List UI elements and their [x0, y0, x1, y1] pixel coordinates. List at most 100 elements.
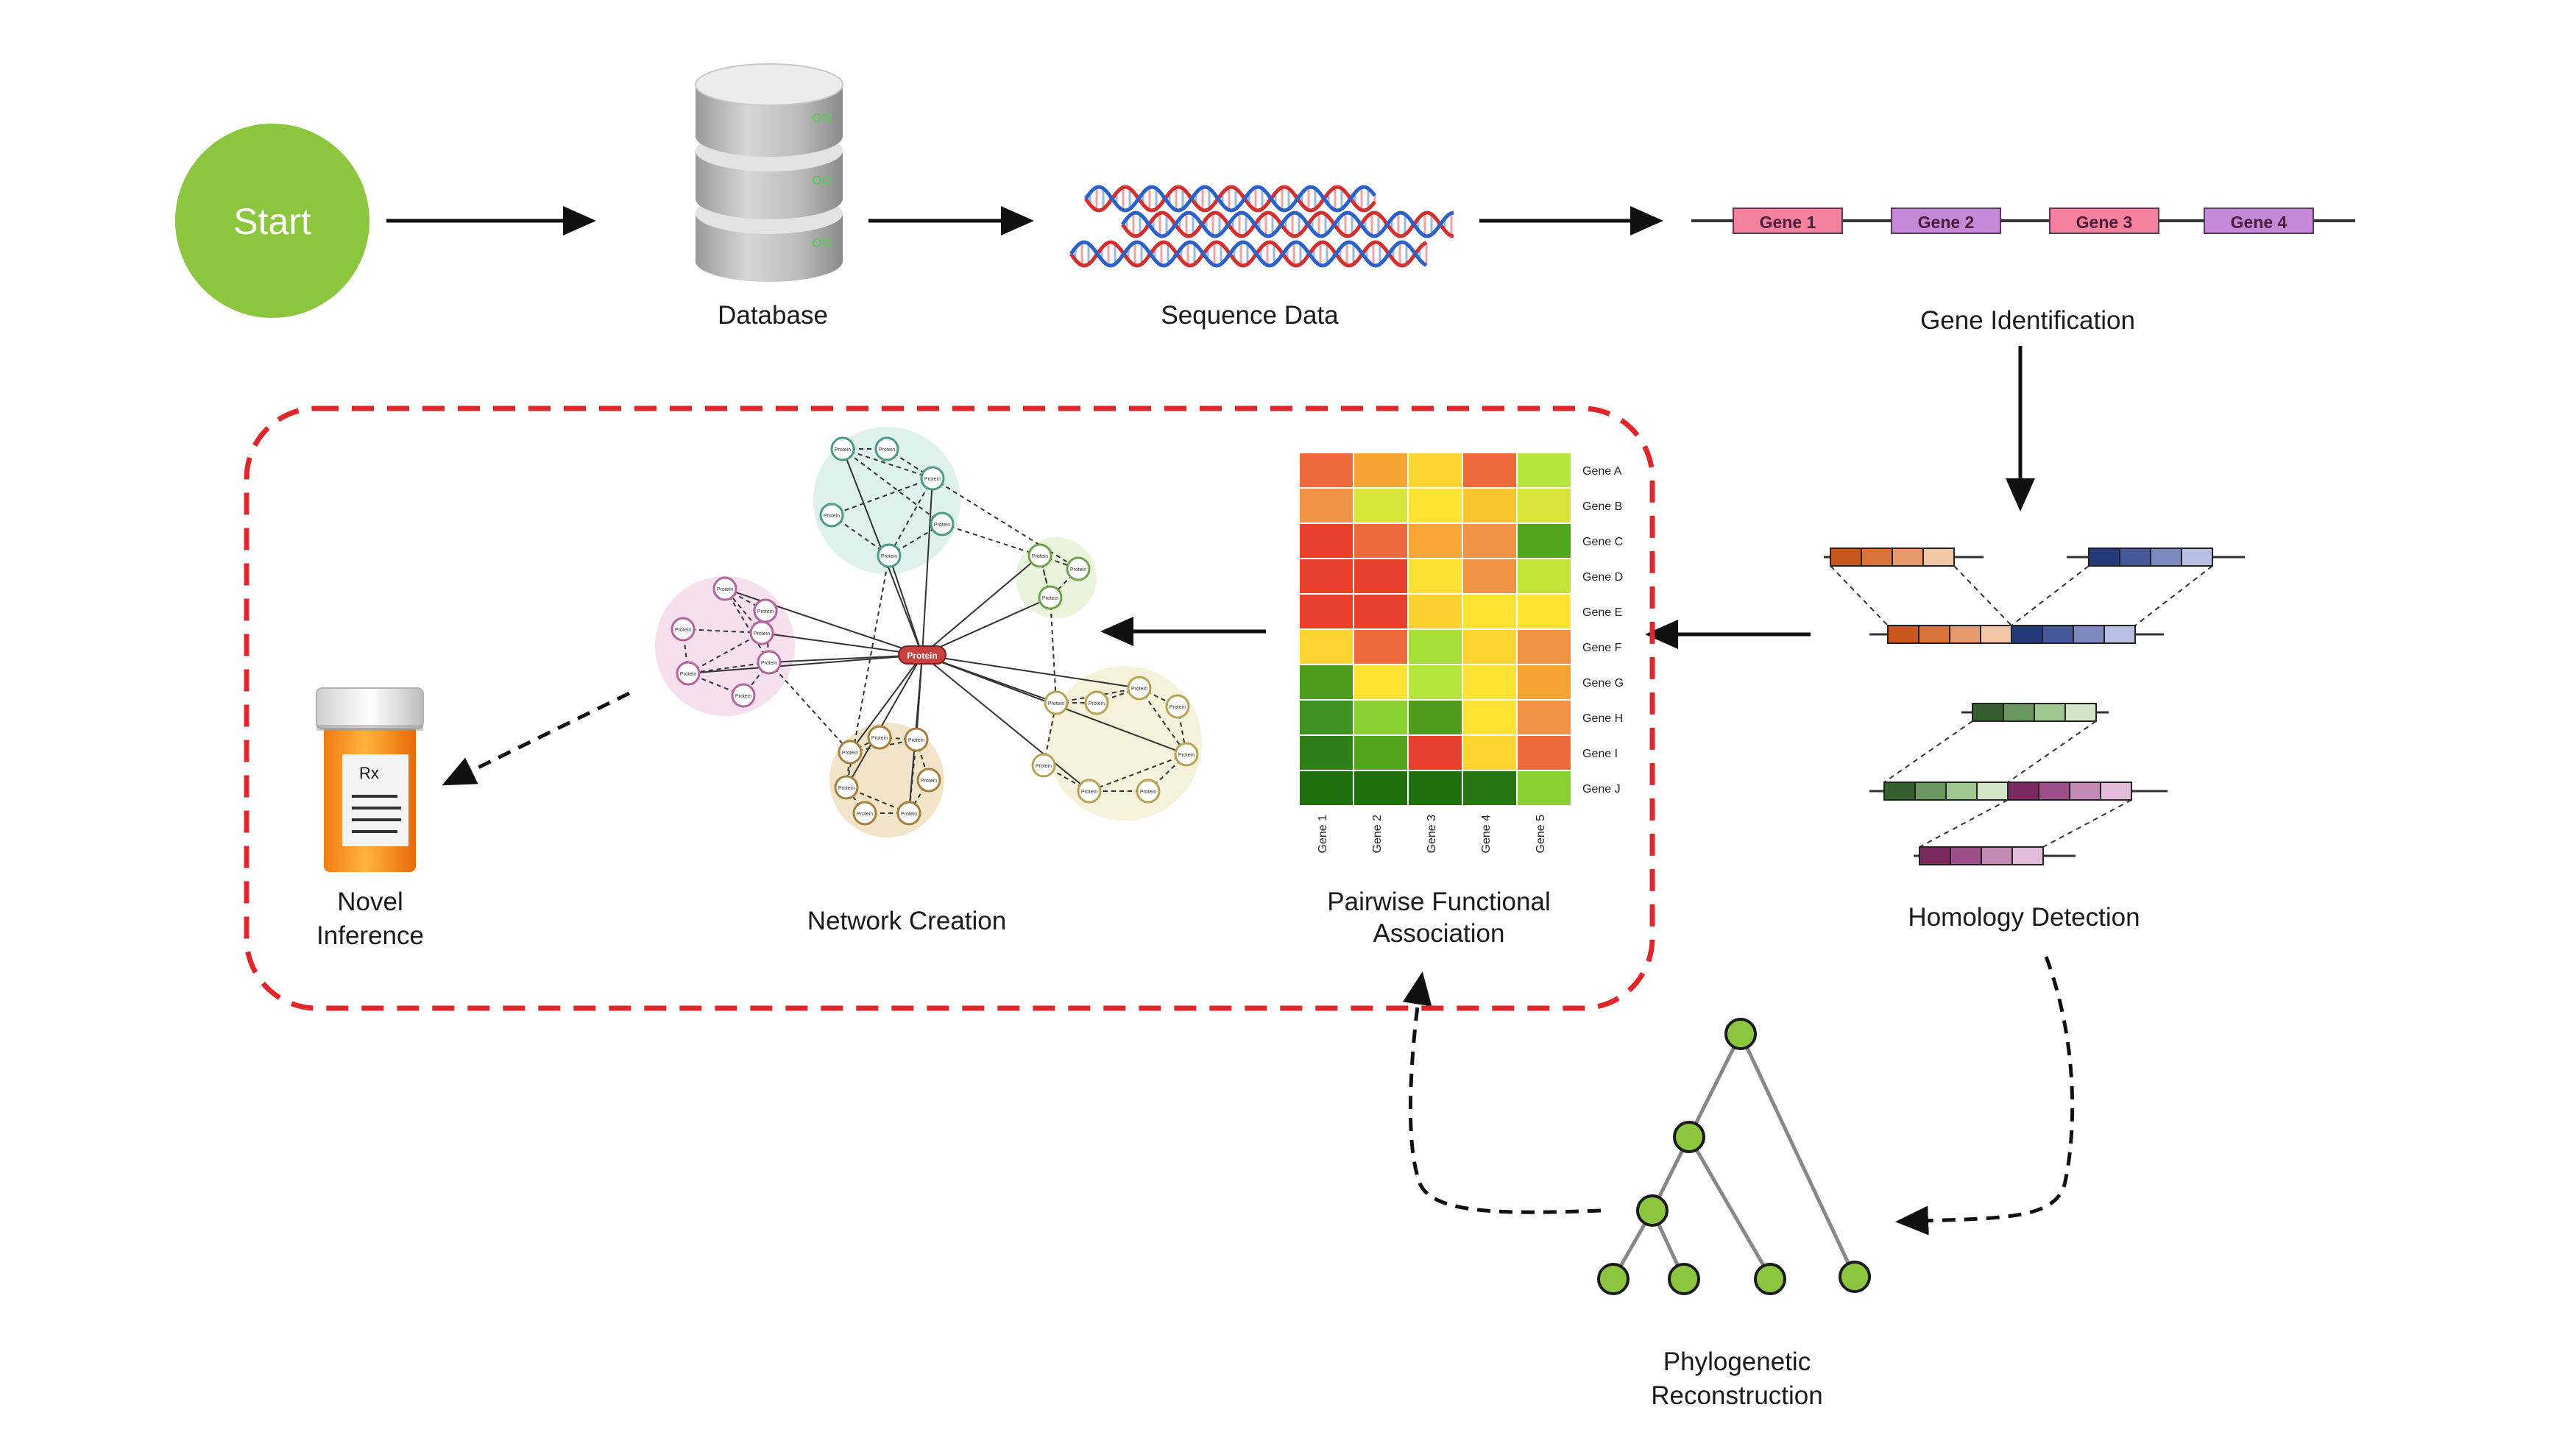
protein-node: Protein [1165, 694, 1190, 719]
svg-text:Protein: Protein [934, 522, 950, 528]
heatmap-cell [1462, 558, 1518, 595]
heatmap-cell [1516, 487, 1572, 524]
heatmap-row-label: Gene J [1582, 783, 1621, 796]
heatmap-cell [1516, 734, 1572, 771]
heatmap-cell [1407, 522, 1463, 559]
svg-text:Protein: Protein [1048, 701, 1064, 706]
heatmap-cell [1462, 770, 1518, 807]
svg-text:Protein: Protein [857, 812, 873, 817]
pairwise-label-line1: Pairwise Functional [1327, 888, 1550, 916]
network-cluster [813, 427, 960, 574]
svg-text:Protein: Protein [881, 554, 897, 559]
svg-text:Protein: Protein [1036, 764, 1052, 769]
svg-text:Protein: Protein [761, 661, 777, 666]
protein-node: Protein [834, 775, 859, 800]
heatmap-cell [1516, 452, 1572, 489]
svg-text:Protein: Protein [717, 587, 733, 592]
heatmap-cell [1516, 770, 1572, 807]
flow-arrows [386, 206, 2035, 649]
heatmap-row-label: Gene F [1582, 642, 1622, 654]
heatmap-cell [1298, 770, 1354, 807]
protein-node: Protein [920, 466, 945, 491]
protein-node: Protein [867, 725, 892, 750]
heatmap-cell [1516, 628, 1572, 665]
database-label: Database [718, 301, 828, 330]
heatmap-cell [1462, 487, 1518, 524]
heatmap-cell [1516, 664, 1572, 701]
heatmap-cell [1353, 770, 1409, 807]
heatmap-cell [1353, 664, 1409, 701]
heatmap-cell [1353, 699, 1409, 736]
gene-label: Gene 1 [1760, 213, 1816, 232]
heatmap-col-label: Gene 4 [1480, 815, 1493, 854]
pairwise-label-line2: Association [1373, 919, 1505, 948]
start-label: Start [233, 201, 311, 242]
svg-text:Protein: Protein [757, 609, 774, 614]
svg-text:Protein: Protein [908, 738, 924, 743]
svg-text:Protein: Protein [842, 751, 858, 756]
svg-text:Protein: Protein [1170, 705, 1186, 710]
heatmap-cell [1407, 664, 1463, 701]
protein-node: Protein [1044, 690, 1069, 715]
start-node: Start [175, 124, 369, 318]
gene-identification-label: Gene Identification [1920, 306, 2135, 335]
protein-node: Protein [712, 576, 737, 601]
heatmap-cell [1462, 593, 1518, 630]
heatmap-cell [1407, 558, 1463, 595]
heatmap-cell [1353, 593, 1409, 630]
svg-text:Protein: Protein [675, 628, 691, 633]
heatmap-cell [1298, 593, 1354, 630]
analysis-focus-box [244, 405, 1655, 1011]
heatmap-col-label: Gene 5 [1535, 815, 1547, 854]
protein-node: Protein [1136, 779, 1161, 804]
arrow-network-inference [442, 691, 631, 786]
heatmap-cell [1298, 522, 1354, 559]
protein-node: Protein [896, 801, 921, 826]
heatmap-cell [1353, 487, 1409, 524]
heatmap-cell [1462, 452, 1518, 489]
heatmap-cell [1407, 452, 1463, 489]
heatmap-cell [1516, 699, 1572, 736]
svg-text:Protein: Protein [871, 736, 888, 741]
heatmap-row-label: Gene E [1582, 606, 1622, 619]
rx-symbol: Rx [359, 764, 379, 782]
svg-text:Protein: Protein [921, 779, 937, 784]
protein-node: Protein [830, 436, 855, 461]
svg-text:Protein: Protein [754, 631, 770, 637]
heatmap-cell [1298, 558, 1354, 595]
gene-box: Gene 3 [2049, 208, 2159, 234]
svg-text:Protein: Protein [901, 812, 917, 817]
protein-node: Protein [1031, 753, 1056, 778]
phylogenetic-label-line2: Reconstruction [1651, 1381, 1822, 1410]
protein-node: Protein [670, 617, 696, 642]
svg-text:Protein: Protein [1081, 790, 1097, 795]
heatmap-cell [1407, 699, 1463, 736]
svg-text:Protein: Protein [1070, 567, 1086, 573]
protein-node: Protein [874, 436, 899, 461]
heatmap-row-label: Gene A [1582, 465, 1622, 478]
heatmap-cell [1298, 628, 1354, 665]
heatmap-cell [1407, 734, 1463, 771]
dna-helix-icon [1069, 185, 1454, 268]
protein-node: Protein [1077, 779, 1102, 804]
gene-label: Gene 3 [2076, 213, 2133, 232]
heatmap-cell [1353, 522, 1409, 559]
gene-box: Gene 2 [1891, 208, 2001, 234]
heatmap-col-label: Gene 1 [1317, 815, 1329, 854]
heatmap-cell [1407, 628, 1463, 665]
heatmap-row-label: Gene I [1582, 748, 1618, 760]
svg-text:Protein: Protein [1140, 790, 1156, 795]
protein-node: Protein [852, 801, 877, 826]
svg-text:Protein: Protein [838, 786, 854, 791]
protein-node: Protein [904, 727, 929, 752]
heatmap-cell [1462, 664, 1518, 701]
heatmap-row-label: Gene C [1582, 536, 1623, 548]
heatmap-cell [1298, 699, 1354, 736]
heatmap-cell [1353, 734, 1409, 771]
protein-hub-node: Protein [898, 645, 946, 665]
gene-label: Gene 2 [1918, 213, 1975, 232]
heatmap-cell [1462, 522, 1518, 559]
heatmap-cell [1516, 558, 1572, 595]
